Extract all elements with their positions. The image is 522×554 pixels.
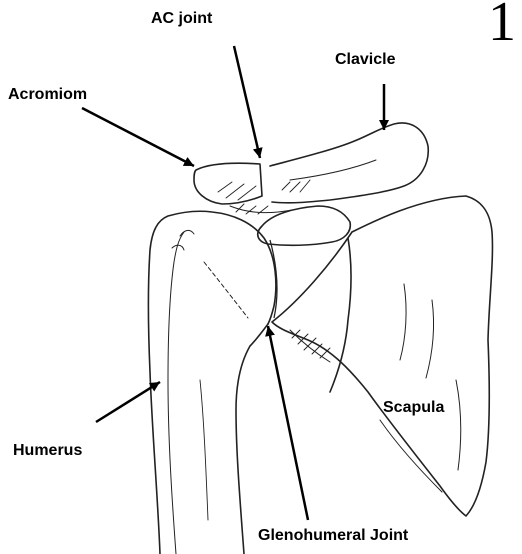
label-ac-joint: AC joint bbox=[151, 10, 212, 28]
scapula-bone bbox=[272, 196, 492, 516]
humerus-arrow bbox=[96, 382, 160, 422]
acromion-arrow bbox=[82, 108, 194, 166]
label-acromion: Acromiom bbox=[8, 86, 87, 104]
clavicle-bone bbox=[270, 123, 428, 203]
acromion-bone bbox=[194, 163, 262, 204]
ac-joint-arrow bbox=[234, 46, 260, 158]
humerus-bone bbox=[149, 211, 276, 554]
glenohumeral-arrow bbox=[268, 326, 308, 520]
label-humerus: Humerus bbox=[13, 442, 82, 460]
coracoid-bone bbox=[230, 204, 350, 245]
corner-glyph: 1 bbox=[488, 0, 516, 50]
label-clavicle: Clavicle bbox=[335, 51, 395, 69]
label-glenohumeral-joint: Glenohumeral Joint bbox=[258, 527, 408, 545]
label-scapula: Scapula bbox=[383, 399, 444, 417]
